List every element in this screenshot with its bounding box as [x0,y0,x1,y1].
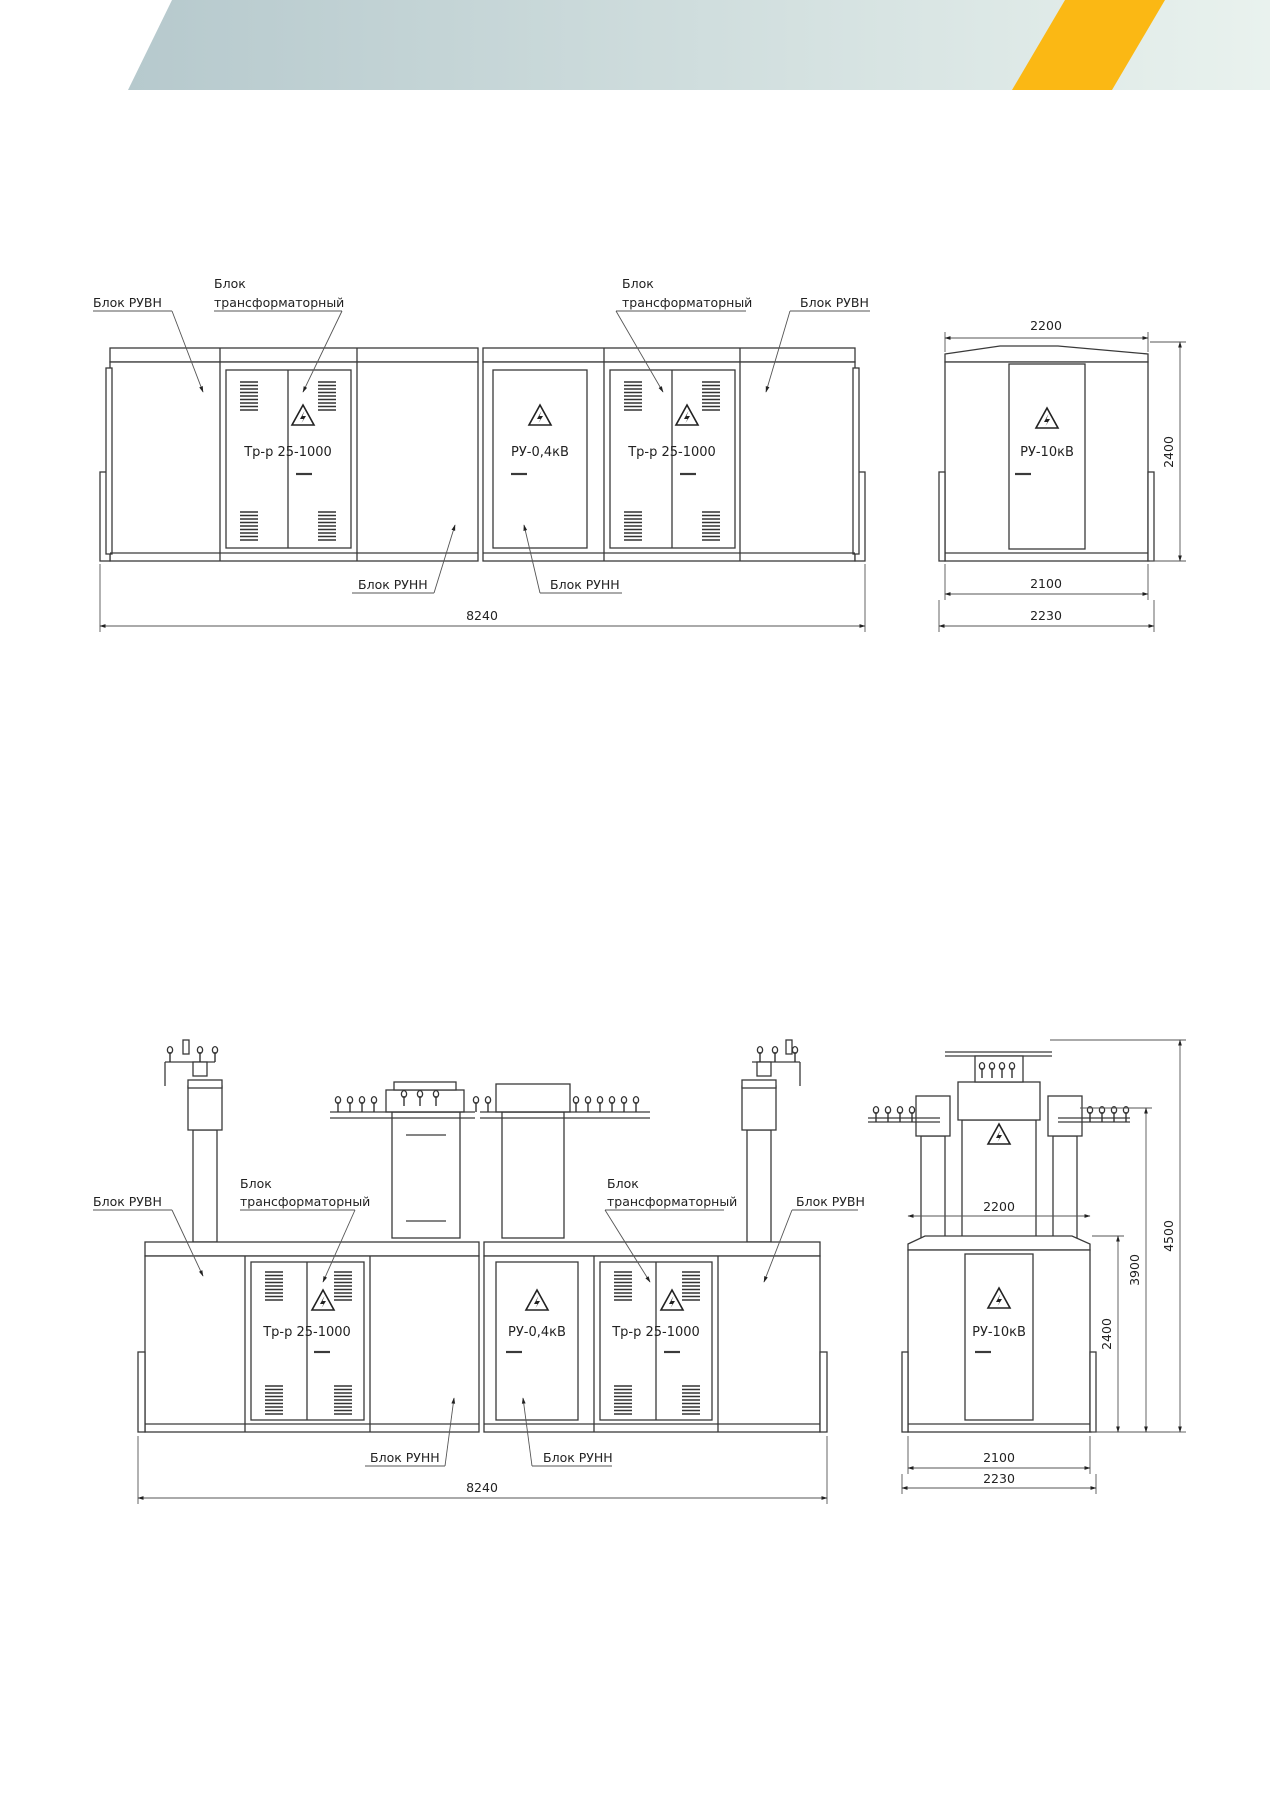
transformer-label: Тр-р 25-1000 [611,1325,700,1340]
transformer-label: Тр-р 25-1000 [262,1325,351,1340]
bottom-side-view: РУ-10кВ 2200 2400 3900 4500 2100 2230 [868,1039,1186,1494]
callout-trans-right-l2: трансформаторный [622,295,752,310]
callout-runn-right: Блок РУНН [543,1450,613,1465]
top-side-view: РУ-10кВ 2200 2400 2100 2230 [938,318,1186,632]
dimension-height: 2400 [1161,436,1176,468]
bottom-front-view: Тр-р 25-1000 РУ-0,4кВ Тр-р 25-1000 Блок … [93,1039,865,1504]
dimension-overall-width: 2230 [983,1471,1015,1486]
callout-trans-left-l2: трансформаторный [214,295,344,310]
callout-trans-left-l1: Блок [240,1176,272,1191]
callout-runn-right: Блок РУНН [550,577,620,592]
dimension-total-height: 4500 [1161,1220,1176,1252]
callout-trans-left-l2: трансформаторный [240,1194,370,1209]
callout-trans-right-l1: Блок [622,276,654,291]
transformer-label: Тр-р 25-1000 [627,445,716,460]
top-front-view: Тр-р 25-1000 РУ-0,4кВ Тр-р 25-1000 Блок … [93,276,870,632]
header-accent-stripe [1012,0,1165,90]
dimension-base-width: 2100 [983,1450,1015,1465]
callout-runn-left: Блок РУНН [370,1450,440,1465]
header-band [128,0,1270,90]
callout-trans-left-l1: Блок [214,276,246,291]
callout-rvn-right: Блок РУВН [796,1194,865,1209]
dimension-top-width: 2200 [983,1199,1015,1214]
callout-rvn-left: Блок РУВН [93,1194,162,1209]
dimension-top-width: 2200 [1030,318,1062,333]
switchgear-label: РУ-0,4кВ [511,445,569,460]
transformer-label: Тр-р 25-1000 [243,445,332,460]
header-banner [128,0,1270,90]
callout-rvn-right: Блок РУВН [800,295,869,310]
callout-trans-right-l1: Блок [607,1176,639,1191]
side-panel-label: РУ-10кВ [972,1325,1026,1340]
callout-trans-right-l2: трансформаторный [607,1194,737,1209]
dimension-overall-width: 2230 [1030,608,1062,623]
dimension-base-width: 2100 [1030,576,1062,591]
dimension-overall-width: 8240 [466,608,498,623]
dimension-mid-height: 3900 [1127,1254,1142,1286]
dimension-overall-width: 8240 [466,1480,498,1495]
side-panel-label: РУ-10кВ [1020,445,1074,460]
callout-runn-left: Блок РУНН [358,577,428,592]
dimension-block-height: 2400 [1099,1318,1114,1350]
callout-rvn-left: Блок РУВН [93,295,162,310]
switchgear-label: РУ-0,4кВ [508,1325,566,1340]
